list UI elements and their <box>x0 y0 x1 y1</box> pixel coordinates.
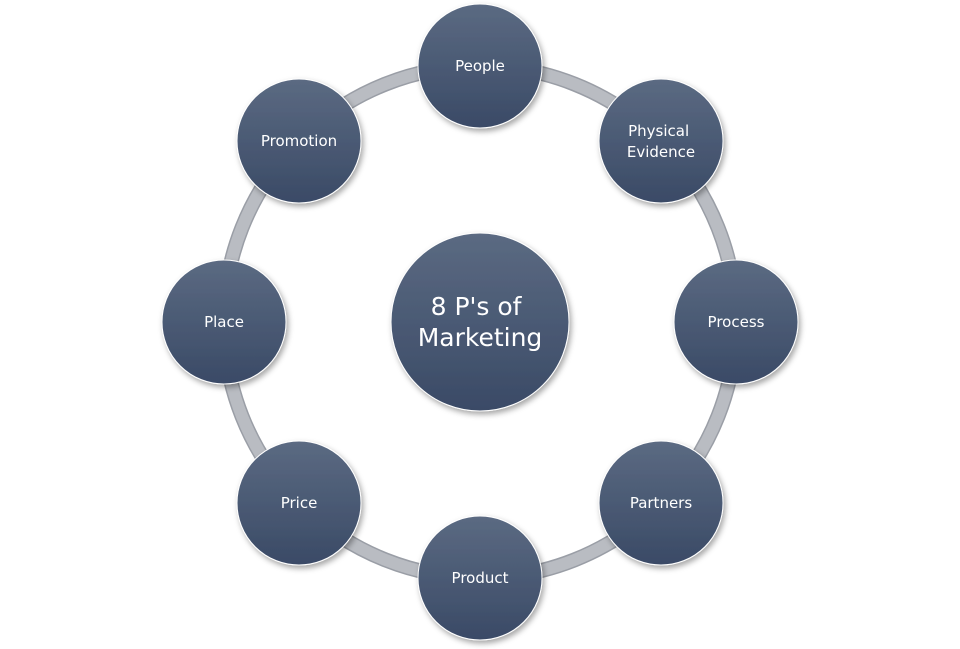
node-process-circle <box>673 259 799 385</box>
node-process-label: Process <box>708 313 765 331</box>
node-people-label: People <box>455 57 505 75</box>
svg-text:Partners: Partners <box>630 494 693 512</box>
svg-text:People: People <box>455 57 505 75</box>
node-price: Price <box>236 440 362 566</box>
svg-text:Process: Process <box>708 313 765 331</box>
node-people: People <box>417 3 543 129</box>
node-price-label: Price <box>281 494 318 512</box>
svg-text:Promotion: Promotion <box>261 132 337 150</box>
node-place-label: Place <box>204 313 244 331</box>
node-physical-evidence-label-line-1: Physical <box>628 122 689 140</box>
node-physical-evidence: Physical Evidence <box>598 78 724 204</box>
node-place-circle <box>161 259 287 385</box>
node-physical-evidence-circle <box>598 78 724 204</box>
node-people-circle <box>417 3 543 129</box>
center-title-line-1: 8 P's of <box>431 292 523 321</box>
node-product: Product <box>417 515 543 641</box>
node-product-circle <box>417 515 543 641</box>
svg-text:Physical Evidence: Physical Evidence <box>627 122 695 161</box>
node-promotion: Promotion <box>236 78 362 204</box>
node-promotion-circle <box>236 78 362 204</box>
center-title-line-2: Marketing <box>418 323 543 352</box>
node-place: Place <box>161 259 287 385</box>
node-physical-evidence-label-line-2: Evidence <box>627 143 695 161</box>
svg-text:Price: Price <box>281 494 318 512</box>
node-process: Process <box>673 259 799 385</box>
node-product-label: Product <box>452 569 509 587</box>
node-promotion-label: Promotion <box>261 132 337 150</box>
center-node-circle <box>390 232 570 412</box>
node-partners-circle <box>598 440 724 566</box>
node-partners-label: Partners <box>630 494 693 512</box>
node-price-circle <box>236 440 362 566</box>
svg-text:Product: Product <box>452 569 509 587</box>
svg-text:8 P's of Marketing: 8 P's of Marketing <box>418 292 543 352</box>
svg-text:Place: Place <box>204 313 244 331</box>
center-node: 8 P's of Marketing <box>390 232 570 412</box>
node-partners: Partners <box>598 440 724 566</box>
